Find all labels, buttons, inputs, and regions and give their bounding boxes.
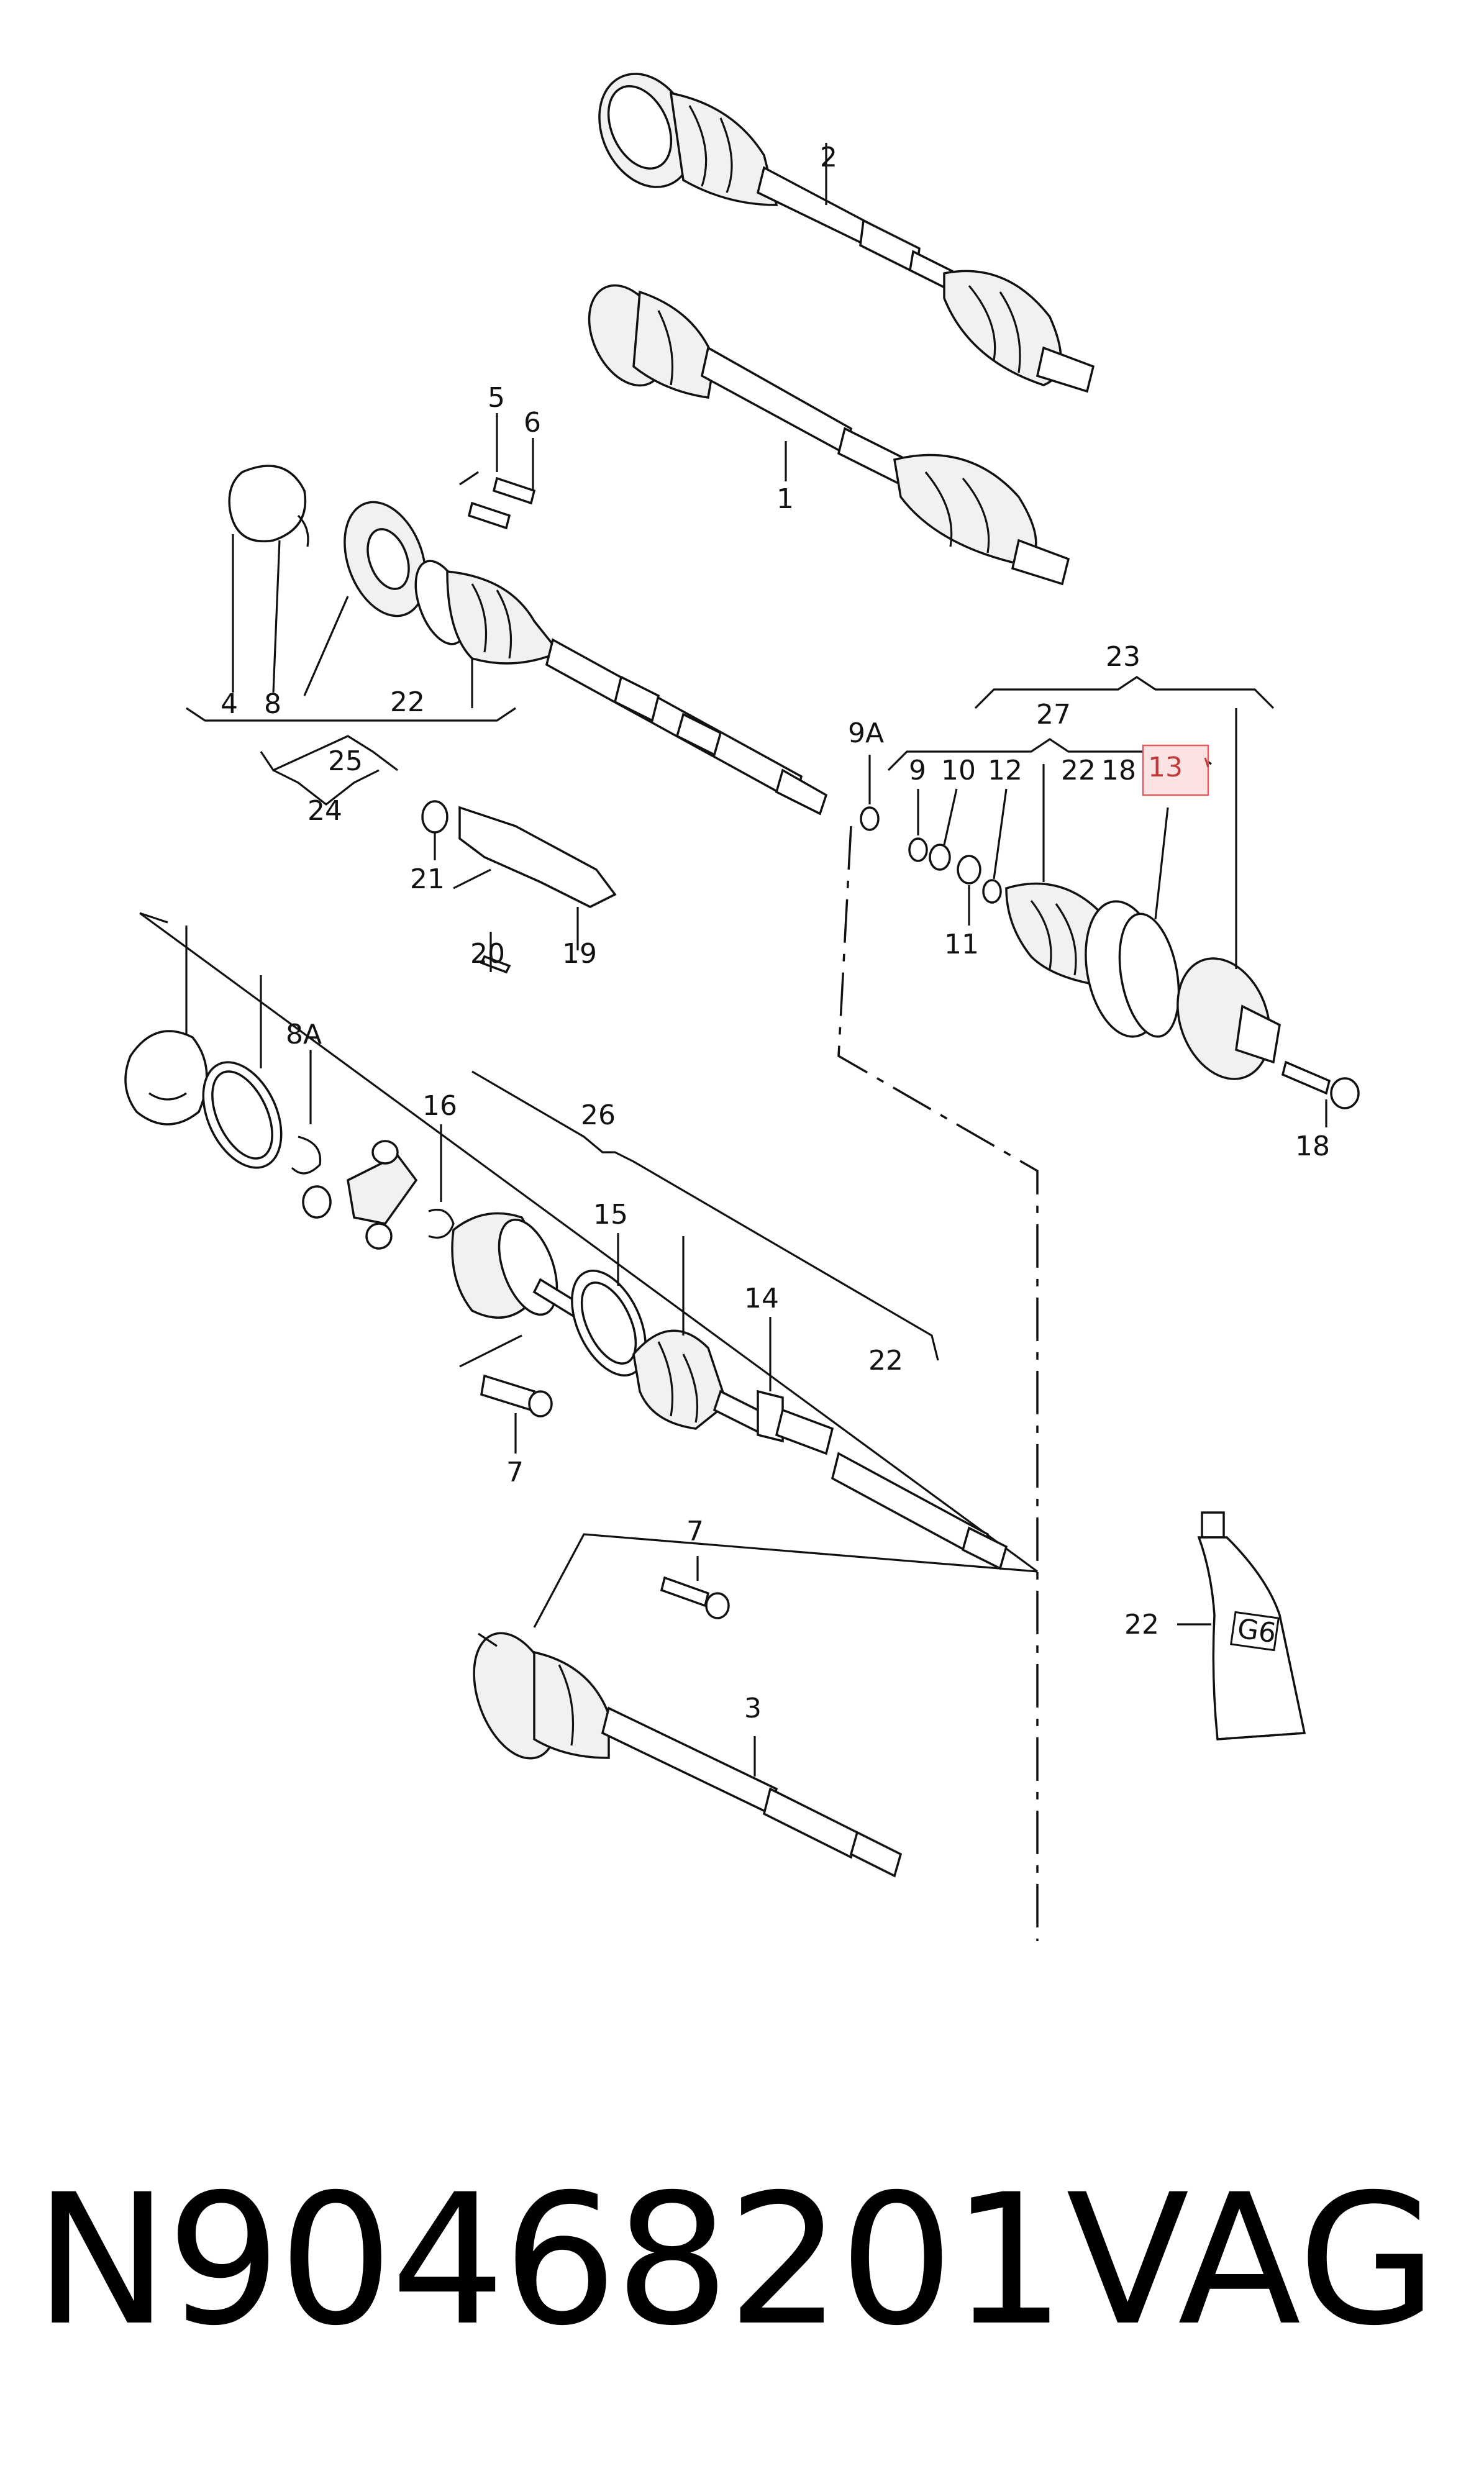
label-11: 11 (944, 929, 979, 960)
label-8: 8 (264, 688, 281, 720)
drive-shaft-3 (473, 1533, 1038, 1878)
label-19: 19 (562, 938, 597, 970)
label-4: 4 (221, 688, 238, 720)
label-6: 6 (524, 407, 541, 439)
label-22-upper: 22 (390, 686, 425, 718)
upper-left-joint-assembly (186, 413, 828, 816)
label-7-bottom: 7 (686, 1516, 704, 1547)
label-22-tube: 22 (1124, 1609, 1159, 1640)
middle-joint-assembly (124, 912, 1038, 1573)
label-18-bottom: 18 (1295, 1131, 1330, 1162)
footer: N90468201 VAG (0, 2131, 1484, 2391)
label-16: 16 (422, 1090, 457, 1122)
label-13: 13 (1148, 752, 1183, 783)
label-2: 2 (820, 142, 837, 173)
label-18-top: 18 (1101, 755, 1136, 786)
label-1: 1 (776, 483, 794, 515)
highlight-box-13 (1142, 744, 1209, 796)
label-8a: 8A (286, 1019, 322, 1050)
label-25: 25 (328, 745, 363, 777)
label-20: 20 (470, 938, 505, 970)
label-7-middle: 7 (506, 1457, 524, 1488)
label-27: 27 (1036, 699, 1071, 730)
label-26: 26 (581, 1099, 616, 1131)
label-9: 9 (909, 755, 926, 786)
label-23: 23 (1106, 641, 1140, 673)
centerline-upper (837, 826, 1039, 1941)
drive-shaft-2 (598, 73, 1095, 393)
label-9a: 9A (848, 717, 884, 749)
label-22-right: 22 (1061, 755, 1096, 786)
label-12: 12 (988, 755, 1022, 786)
grease-tube-g6 (1177, 1511, 1306, 1740)
heat-shield-bracket (421, 800, 617, 974)
tube-label: G6 (1236, 1613, 1278, 1649)
brand-name: VAG (1066, 2156, 1437, 2365)
label-24: 24 (307, 795, 342, 827)
part-number: N90468201 (34, 2156, 1066, 2365)
drive-shaft-1 (588, 284, 1070, 586)
label-22-middle: 22 (868, 1345, 903, 1376)
label-3: 3 (744, 1693, 762, 1724)
label-15: 15 (593, 1199, 628, 1231)
exploded-parts-diagram: 2 1 (124, 73, 1360, 1941)
label-21: 21 (410, 863, 445, 895)
label-14: 14 (744, 1283, 779, 1314)
label-5: 5 (488, 382, 505, 414)
right-joint-kit (860, 676, 1360, 1127)
label-10: 10 (941, 755, 976, 786)
